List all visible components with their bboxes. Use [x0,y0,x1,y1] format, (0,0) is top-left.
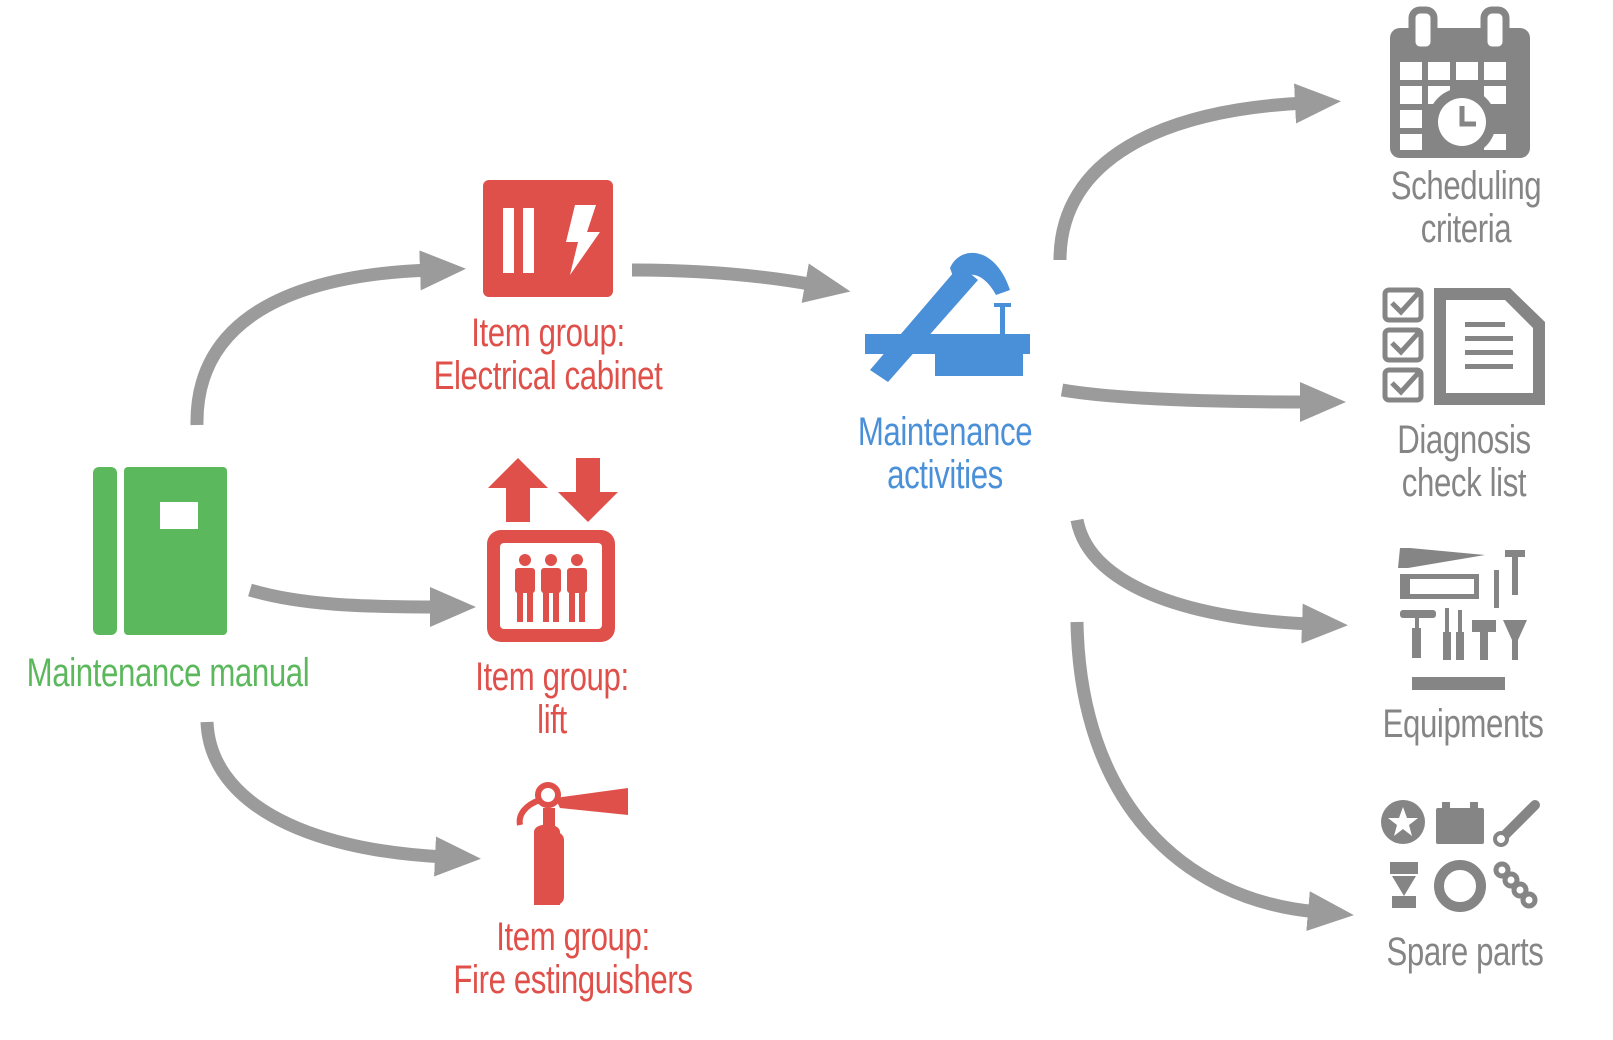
checklist-icon [1382,287,1545,405]
label-line: Maintenance [857,410,1033,454]
spare-parts-icon [1381,800,1540,912]
arrow-electrical-to-activities [631,263,851,303]
label-line: Electrical cabinet [433,354,663,398]
maintenance-activities-label: Maintenance activities [857,410,1033,497]
lift-label: Item group: lift [475,656,629,742]
label-line: activities [887,453,1003,497]
hammer-icon [865,252,1030,382]
label-line: Diagnosis [1397,418,1531,462]
lift-icon [487,458,618,642]
tools-icon [1398,548,1527,690]
fire-extinguisher-icon [516,782,628,905]
label-line: Scheduling [1390,164,1542,208]
label-line: check list [1401,461,1527,505]
scheduling-criteria-label: Scheduling criteria [1390,164,1542,251]
calendar-clock-icon [1390,6,1530,158]
diagnosis-check-list-label: Diagnosis check list [1397,419,1531,505]
maintenance-manual-label: Maintenance manual [26,651,310,695]
arrow-activities-to-diagnosis [1060,381,1346,422]
arrow-activities-to-scheduling [1053,83,1341,261]
electrical-cabinet-icon [483,180,613,297]
electrical-cabinet-label: Item group: Electrical cabinet [434,312,663,398]
spare-parts-label: Spare parts [1386,930,1544,974]
label-line: Item group: [471,311,625,355]
arrow-activities-to-equipments [1070,518,1348,644]
label-line: Item group: [475,655,629,699]
book-icon [93,467,227,635]
label-line: criteria [1420,207,1512,251]
label-line: Fire estinguishers [453,958,693,1002]
equipments-label: Equipments [1382,702,1544,746]
label-line: lift [537,698,567,742]
label-line: Item group: [496,915,650,959]
arrow-activities-to-spare-parts [1070,621,1354,932]
arrow-manual-to-extinguisher [200,721,481,877]
arrow-manual-to-electrical [190,250,466,426]
arrow-manual-to-lift [248,583,476,627]
fire-extinguishers-label: Item group: Fire estinguishers [453,915,693,1002]
